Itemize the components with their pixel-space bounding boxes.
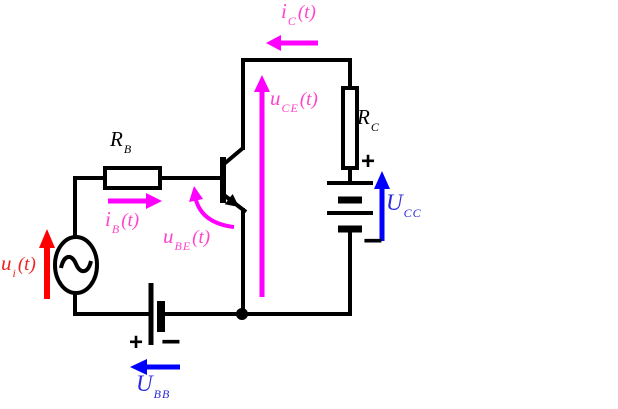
ube-arrow-icon bbox=[189, 186, 203, 202]
ib-arrow-icon bbox=[146, 193, 162, 209]
ubb-plus-sign: + bbox=[129, 329, 144, 356]
rc-resistor bbox=[341, 86, 359, 170]
ubb-label: UBB bbox=[136, 371, 171, 401]
uce-label: uCE(t) bbox=[270, 86, 318, 115]
ib-label: iB(t) bbox=[105, 207, 140, 236]
ubb-arrow-icon bbox=[130, 359, 147, 375]
wiring bbox=[53, 58, 373, 345]
ucc-plus-sign: + bbox=[361, 148, 376, 175]
rb-resistor bbox=[103, 166, 162, 190]
rc-label: RC bbox=[357, 105, 380, 134]
ui-label: ui(t) bbox=[1, 251, 36, 280]
ube-label: uBE(t) bbox=[163, 224, 211, 253]
ui-arrow-icon bbox=[39, 229, 55, 248]
ic-arrow-icon bbox=[266, 35, 281, 51]
signal-arrows bbox=[108, 40, 318, 297]
ucc-arrow-icon bbox=[374, 171, 390, 189]
ic-label: iC(t) bbox=[281, 0, 316, 28]
sine-icon bbox=[59, 255, 93, 274]
ubb-minus-sign: − bbox=[161, 323, 181, 361]
emitter-arrow-icon bbox=[224, 194, 239, 207]
rb-label: RB bbox=[110, 127, 133, 156]
junction-dot bbox=[236, 308, 248, 320]
ucc-minus-sign: − bbox=[363, 222, 383, 260]
uce-arrow-icon bbox=[254, 75, 270, 92]
ucc-label: UCC bbox=[386, 190, 422, 220]
transistor-collector-lead bbox=[222, 146, 245, 166]
